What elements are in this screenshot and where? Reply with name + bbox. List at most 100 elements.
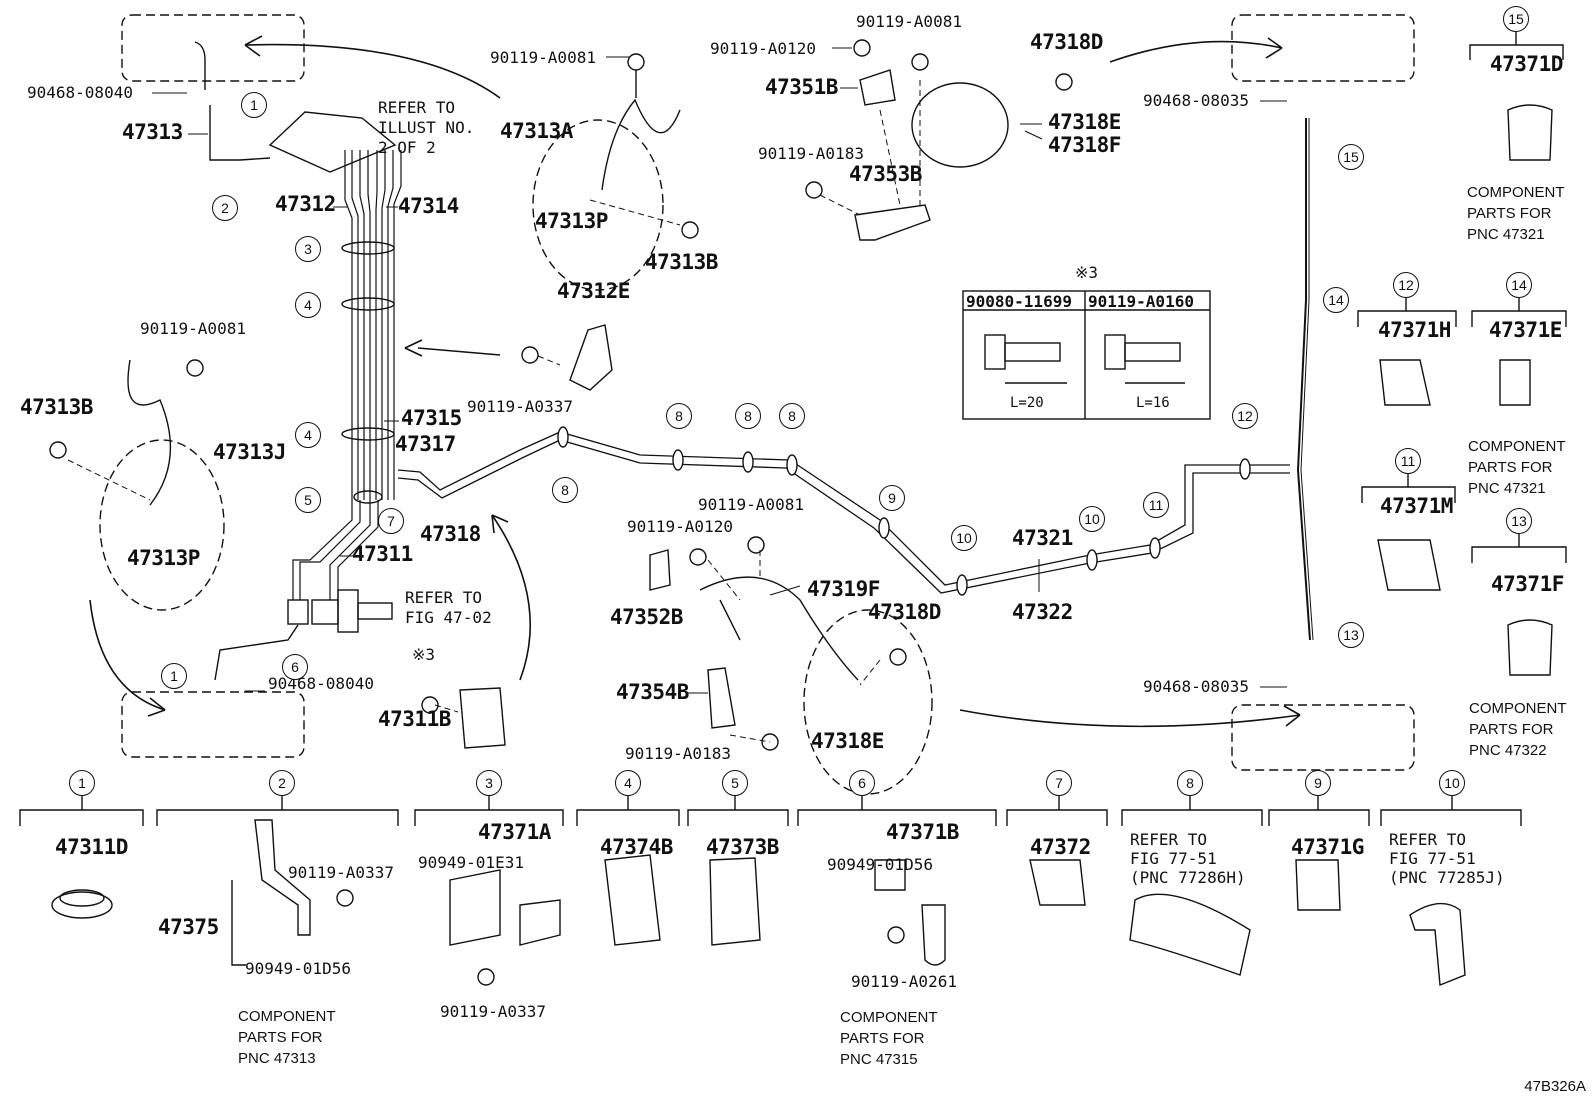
part-label-47317: 47317: [395, 432, 456, 456]
part-label-47373B: 47373B: [706, 835, 779, 859]
bolt-label-a0261: 90119-A0261: [851, 972, 957, 991]
bolt-label-a0120-mid: 90119-A0120: [627, 517, 733, 536]
part-label-47315: 47315: [401, 406, 462, 430]
part-label-47374B: 47374B: [600, 835, 673, 859]
callout-3: 3: [295, 236, 321, 262]
part-label-47313A: 47313A: [500, 119, 573, 143]
callout-8d: 8: [779, 403, 805, 429]
part-label-47318D-mid: 47318D: [868, 600, 941, 624]
part-label-47318E-mid: 47318E: [811, 729, 884, 753]
part-label-47371E: 47371E: [1489, 318, 1562, 342]
part-label-47313: 47313: [122, 120, 183, 144]
part-label-47311D: 47311D: [55, 835, 128, 859]
clip-label: 90468-08040: [27, 83, 133, 102]
callout-12: 12: [1232, 403, 1258, 429]
bolt-table-mark: ※3: [1075, 263, 1099, 282]
callout-10b: 10: [1079, 506, 1105, 532]
callout-8c: 8: [735, 403, 761, 429]
part-label-47313B-top: 47313B: [645, 250, 718, 274]
part-label-47319F: 47319F: [807, 577, 880, 601]
callout-4: 4: [295, 292, 321, 318]
part-label-47371B: 47371B: [886, 820, 959, 844]
part-label-47352B: 47352B: [610, 605, 683, 629]
bolt-label-a0120-sensor: 90119-A0120: [710, 39, 816, 58]
callout-6-legend: 6: [849, 770, 875, 796]
tube-bundle-vertical: [292, 150, 402, 600]
mark3-label: ※3: [412, 645, 436, 664]
part-label-47318E-top: 47318E: [1048, 110, 1121, 134]
callout-14: 14: [1323, 287, 1349, 313]
callout-11: 11: [1143, 492, 1169, 518]
part-label-47371G: 47371G: [1291, 835, 1364, 859]
callout-2-legend: 2: [269, 770, 295, 796]
part-label-47318: 47318: [420, 522, 481, 546]
bolt-label-a0081-mid: 90119-A0081: [698, 495, 804, 514]
callout-12-legend: 12: [1393, 272, 1419, 298]
refer-77286H: REFER TO FIG 77-51 (PNC 77286H): [1130, 830, 1246, 887]
part-label-47371A: 47371A: [478, 820, 551, 844]
refer-illust-note: REFER TO ILLUST NO. 2 OF 2: [378, 98, 475, 157]
part-label-47312E: 47312E: [557, 279, 630, 303]
connector-block: [268, 111, 397, 173]
callout-15: 15: [1338, 144, 1364, 170]
part-label-47371M: 47371M: [1380, 494, 1453, 518]
part-label-47371F: 47371F: [1491, 572, 1564, 596]
part-label-47351B: 47351B: [765, 75, 838, 99]
part-label-47354B: 47354B: [616, 680, 689, 704]
bolt-table-col1-part: 90080-11699: [966, 292, 1072, 311]
bolt-label-a0337-group2: 90119-A0337: [288, 863, 394, 882]
bolt-label-a0337-group3: 90119-A0337: [440, 1002, 546, 1021]
part-label-47318D-top: 47318D: [1030, 30, 1103, 54]
part-label-47372: 47372: [1030, 835, 1091, 859]
callout-10-legend: 10: [1439, 770, 1465, 796]
clip-label-08035-top: 90468-08035: [1143, 91, 1249, 110]
callout-8b: 8: [666, 403, 692, 429]
part-label-47371H: 47371H: [1378, 318, 1451, 342]
callout-15-legend: 15: [1503, 6, 1529, 32]
bolt-label-a0081-left: 90119-A0081: [140, 319, 246, 338]
diagram-code: 47B326A: [1524, 1078, 1586, 1095]
part-label-47353B: 47353B: [849, 162, 922, 186]
callout-11-legend: 11: [1395, 448, 1421, 474]
bolt-label-01d56-group6: 90949-01D56: [827, 855, 933, 874]
component-caption-47322: COMPONENT PARTS FOR PNC 47322: [1469, 700, 1567, 759]
refer-fig-47-02: REFER TO FIG 47-02: [405, 588, 492, 627]
part-label-47322: 47322: [1012, 600, 1073, 624]
callout-9-legend: 9: [1305, 770, 1331, 796]
bolt-label-a0183-mid: 90119-A0183: [625, 744, 731, 763]
callout-1b: 1: [161, 663, 187, 689]
callout-1-legend: 1: [69, 770, 95, 796]
bolt-label-01e31: 90949-01E31: [418, 853, 524, 872]
part-label-47313P-left: 47313P: [127, 546, 200, 570]
part-label-47313P-top: 47313P: [535, 209, 608, 233]
component-caption-47315: COMPONENT PARTS FOR PNC 47315: [840, 1009, 938, 1068]
bolt-label-a0081-sensor: 90119-A0081: [856, 12, 962, 31]
part-label-47314: 47314: [398, 194, 459, 218]
component-caption-47321-top: COMPONENT PARTS FOR PNC 47321: [1467, 184, 1565, 243]
bolt-label-a0183-sensor: 90119-A0183: [758, 144, 864, 163]
bolt-table-col2-part: 90119-A0160: [1088, 292, 1194, 311]
callout-8-legend: 8: [1177, 770, 1203, 796]
part-label-47321: 47321: [1012, 526, 1073, 550]
bolt-table-col2-length: L=16: [1136, 395, 1170, 411]
callout-2: 2: [212, 195, 238, 221]
part-label-47312: 47312: [275, 192, 336, 216]
callout-7: 7: [378, 508, 404, 534]
callout-4-legend: 4: [615, 770, 641, 796]
part-label-47318F: 47318F: [1048, 133, 1121, 157]
callout-8a: 8: [552, 477, 578, 503]
part-label-47313B-left: 47313B: [20, 395, 93, 419]
callout-13-legend: 13: [1506, 508, 1532, 534]
bolt-label-a0081-top: 90119-A0081: [490, 48, 596, 67]
callout-5: 5: [295, 487, 321, 513]
bolt-label-01d56-group2: 90949-01D56: [245, 959, 351, 978]
callout-3-legend: 3: [476, 770, 502, 796]
part-label-47371D: 47371D: [1490, 52, 1563, 76]
callout-4b: 4: [295, 422, 321, 448]
clip-label-bottom: 90468-08040: [268, 674, 374, 693]
clip-label-08035-bottom: 90468-08035: [1143, 677, 1249, 696]
callout-5-legend: 5: [722, 770, 748, 796]
callout-1: 1: [241, 92, 267, 118]
component-caption-47321-mid: COMPONENT PARTS FOR PNC 47321: [1468, 438, 1566, 497]
